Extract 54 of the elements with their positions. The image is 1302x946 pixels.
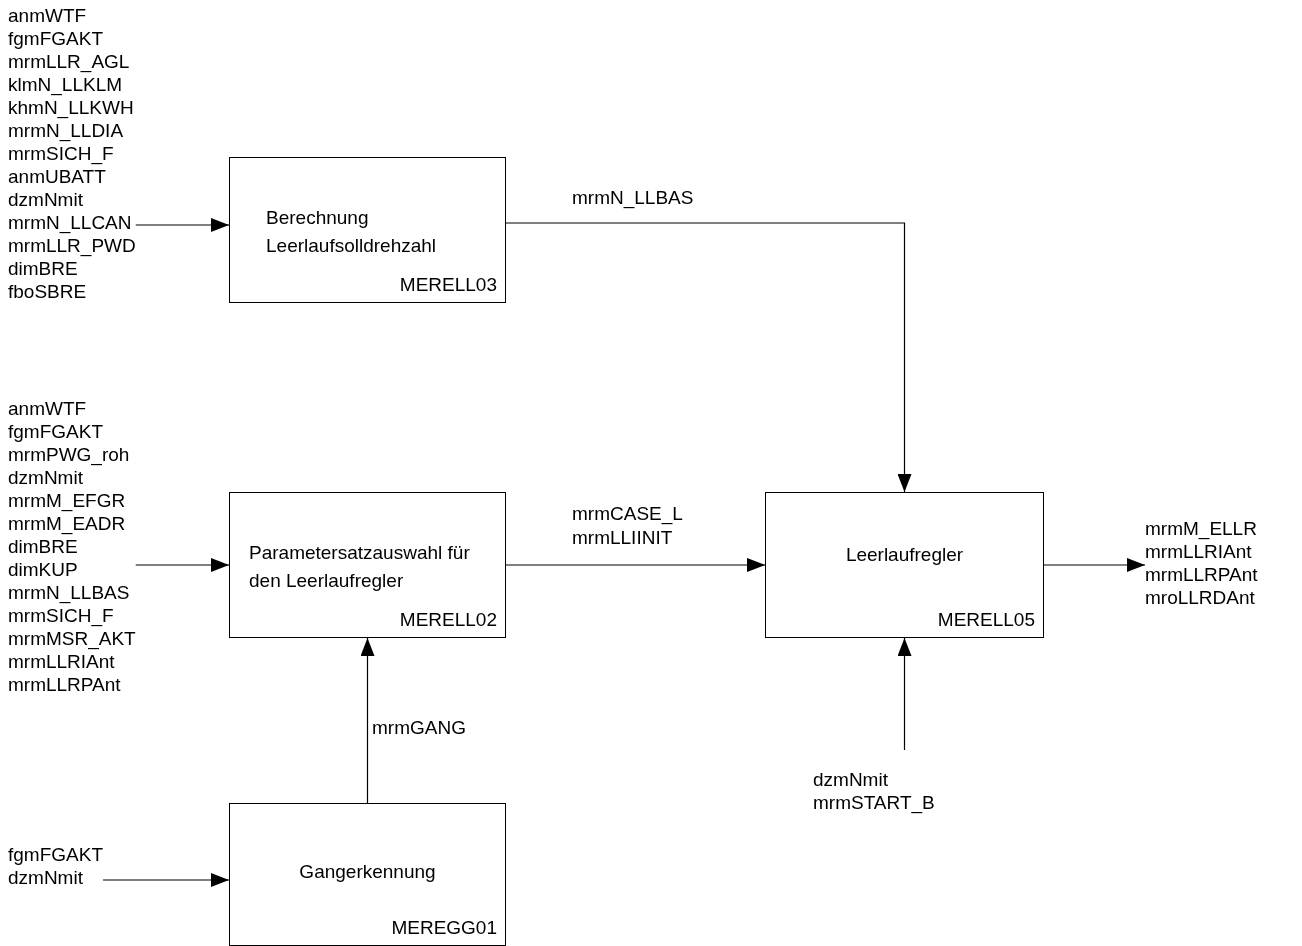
process-box — [229, 803, 506, 946]
signal-name: dzmNmit — [8, 866, 84, 889]
signal-name: dzmNmit — [8, 188, 84, 211]
process-box — [229, 157, 506, 303]
signal-name: anmWTF — [8, 397, 88, 420]
signal-name: mrmM_EFGR — [8, 489, 127, 512]
signal-name: mrmSICH_F — [8, 142, 115, 165]
signal-name: mrmSTART_B — [813, 791, 935, 814]
arrow — [360, 637, 375, 804]
block-title: Berechnung Leerlaufsolldrehzahl — [266, 206, 438, 258]
signal-name: mroLLRDAnt — [1145, 586, 1256, 609]
signal-name: mrmM_ELLR — [1145, 517, 1258, 540]
signal-name: anmWTF — [8, 4, 88, 27]
signal-name: mrmMSR_AKT — [8, 627, 136, 650]
arrow — [102, 873, 230, 887]
module-id: MEREGG01 — [391, 916, 497, 940]
signal-name: mrmLLR_PWD — [8, 234, 136, 257]
signal-name: fgmFGAKT — [8, 27, 104, 50]
signal-name: mrmN_LLBAS — [8, 581, 131, 604]
arrow — [1043, 558, 1146, 572]
block-title: Parametersatzauswahl für den Leerlaufregler — [249, 541, 471, 593]
module-id: MERELL05 — [937, 608, 1035, 632]
signal-name: mrmM_EADR — [8, 512, 127, 535]
signal-name: mrmPWG_roh — [8, 443, 131, 466]
signal-name: dimKUP — [8, 558, 79, 581]
process-box — [229, 492, 506, 638]
signal-name: mrmLLR_AGL — [8, 50, 131, 73]
signal-name: mrmSICH_F — [8, 604, 115, 627]
process-box — [765, 492, 1044, 638]
arrow — [135, 558, 230, 572]
signal-name: dzmNmit — [813, 768, 889, 791]
arrow — [897, 637, 912, 751]
signal-name: khmN_LLKWH — [8, 96, 135, 119]
arrow — [505, 558, 766, 572]
signal-name: dimBRE — [8, 535, 79, 558]
module-id: MERELL02 — [399, 608, 497, 632]
signal-name: mrmN_LLCAN — [8, 211, 133, 234]
arrow — [135, 218, 230, 232]
signal-name: dzmNmit — [8, 466, 84, 489]
signal-name: fgmFGAKT — [8, 420, 104, 443]
block-title: Gangerkennung — [298, 860, 437, 884]
block-title: Leerlaufregler — [844, 543, 965, 567]
signal-name: klmN_LLKLM — [8, 73, 124, 96]
signal-name: mrmLLRIAnt — [1145, 540, 1253, 563]
arrow — [505, 222, 912, 493]
signal-name: fgmFGAKT — [8, 843, 103, 866]
signal-name: mrmLLRIAnt — [8, 650, 116, 673]
signal-name: mrmN_LLDIA — [8, 119, 125, 142]
signal-name: mrmLLRPAnt — [8, 673, 122, 696]
module-id: MERELL03 — [399, 273, 497, 297]
signal-name: fboSBRE — [8, 280, 88, 303]
signal-name: anmUBATT — [8, 165, 107, 188]
signal-name: mrmLLRPAnt — [1145, 563, 1258, 586]
signal-name: dimBRE — [8, 257, 79, 280]
